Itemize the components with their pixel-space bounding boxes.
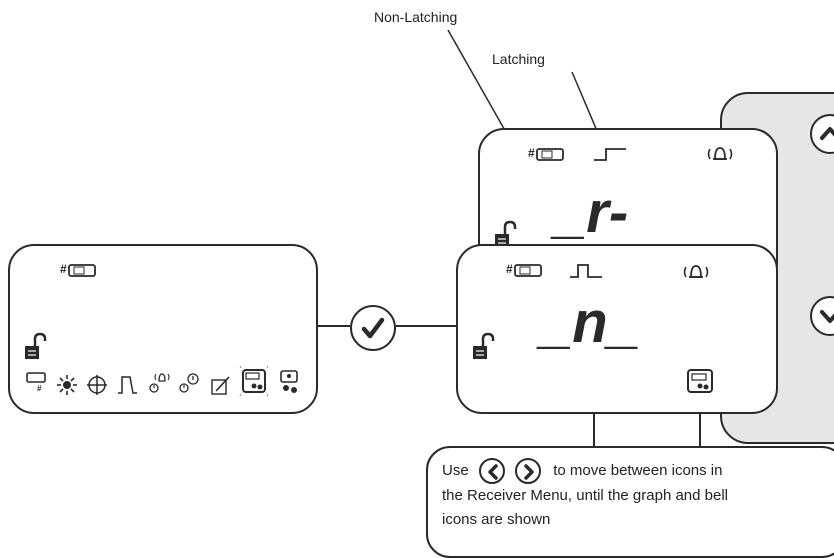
edit-icon (211, 376, 230, 395)
segment-text: _n_ (536, 290, 640, 355)
target-icon (87, 375, 107, 395)
latching-label: Latching (492, 51, 545, 67)
display-receiver-menu: # # (8, 244, 318, 414)
confirm-check-button[interactable] (350, 305, 396, 351)
check-icon (361, 317, 385, 339)
latching-graph-icon (594, 148, 626, 161)
chevron-down-icon (820, 310, 834, 323)
hash-label: # (506, 262, 513, 276)
pulse-mode-icon (118, 376, 137, 394)
up-arrow-button[interactable] (810, 114, 834, 154)
left-arrow-button[interactable] (478, 458, 505, 484)
receiver-settings-icon (687, 369, 713, 393)
receiver-number-icon: # (26, 372, 46, 392)
bell-icon (683, 265, 709, 278)
bell-timer-icon (149, 373, 170, 393)
receiver-settings-icon (239, 365, 269, 397)
instruction-callout: Use to move between icons in the Receive… (426, 446, 834, 558)
non-latching-label: Non-Latching (374, 9, 458, 25)
chevron-right-icon (524, 464, 534, 480)
non-latching-graph-icon (570, 264, 602, 278)
hash-label: # (60, 262, 67, 276)
down-arrow-button[interactable] (810, 296, 834, 336)
callout-line-3: icons are shown (442, 511, 551, 528)
unlock-icon (495, 220, 517, 247)
callout-line-2: the Receiver Menu, until the graph and b… (442, 487, 729, 504)
callout-move-text: to move between icons in (553, 461, 723, 479)
segment-text: _r- (550, 180, 628, 245)
bell-icon (707, 147, 733, 160)
transmitter-settings-icon (280, 370, 298, 393)
brightness-icon (57, 375, 77, 395)
chevron-up-icon (820, 127, 834, 140)
timer-icon (179, 373, 199, 393)
svg-text:#: # (37, 384, 42, 392)
hash-label: # (528, 146, 535, 160)
right-arrow-button[interactable] (515, 458, 542, 484)
display-non-latching: # _n_ (456, 244, 778, 414)
unlock-icon (473, 332, 495, 359)
receiver-icon (536, 148, 564, 161)
callout-use-text: Use (442, 461, 469, 479)
unlock-icon (25, 332, 47, 359)
segment-display: _n_ (536, 290, 640, 355)
receiver-icon (68, 264, 96, 277)
receiver-icon (514, 264, 542, 277)
segment-display: _r- (550, 180, 628, 245)
chevron-left-icon (488, 464, 498, 480)
callout-line-1: Use to move between icons in (442, 458, 834, 484)
